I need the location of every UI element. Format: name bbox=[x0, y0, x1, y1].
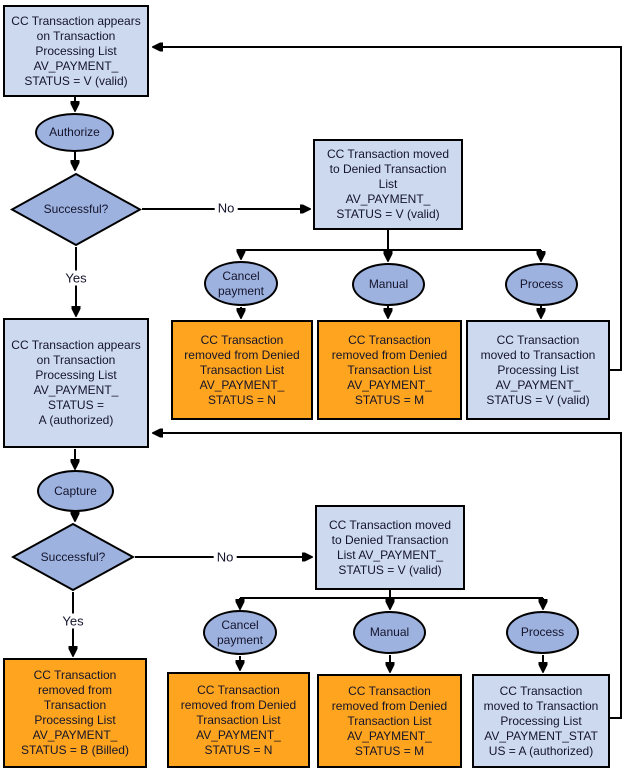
flow-step-cancel-payment-1-label: Cancel payment bbox=[217, 268, 265, 298]
flow-step-manual-1-label: Manual bbox=[368, 277, 409, 291]
flow-box-removed-n-capture-label: CC Transaction removed from Denied Trans… bbox=[180, 682, 297, 757]
diamond-shape bbox=[11, 522, 135, 592]
flow-step-manual-2: Manual bbox=[353, 611, 426, 654]
flow-box-moved-authorized-capture: CC Transaction moved to Transaction Proc… bbox=[472, 674, 610, 768]
flow-step-process-2-label: Process bbox=[520, 625, 565, 639]
flow-step-manual-1: Manual bbox=[352, 263, 425, 306]
flow-box-removed-n-authorize: CC Transaction removed from Denied Trans… bbox=[171, 320, 313, 420]
edge-label-yes-2: Yes bbox=[59, 613, 87, 629]
flow-decision-capture-successful: Successful? bbox=[11, 522, 135, 592]
flow-step-process-1: Process bbox=[505, 263, 578, 306]
flow-box-denied-capture-label: CC Transaction moved to Denied Transacti… bbox=[328, 517, 452, 577]
flow-box-moved-valid-authorize: CC Transaction moved to Transaction Proc… bbox=[466, 320, 610, 420]
flow-box-billed-label: CC Transaction removed from Transaction … bbox=[21, 668, 129, 757]
flow-step-capture: Capture bbox=[37, 470, 114, 512]
flow-box-removed-m-capture-label: CC Transaction removed from Denied Trans… bbox=[331, 683, 448, 758]
flow-box-removed-m-capture: CC Transaction removed from Denied Trans… bbox=[317, 674, 462, 768]
edge-label-no-2: No bbox=[213, 549, 237, 565]
flow-box-start-valid-label: CC Transaction appears on Transaction Pr… bbox=[11, 13, 141, 88]
diamond-shape bbox=[10, 172, 142, 247]
flow-box-denied-capture: CC Transaction moved to Denied Transacti… bbox=[315, 505, 465, 590]
flow-step-authorize-label: Authorize bbox=[49, 125, 100, 139]
flow-step-process-2: Process bbox=[506, 611, 579, 654]
edge-label-yes-1: Yes bbox=[62, 270, 90, 286]
flow-decision-capture-label: Successful? bbox=[40, 549, 106, 564]
flow-box-removed-m-authorize: CC Transaction removed from Denied Trans… bbox=[317, 320, 462, 420]
flow-box-moved-authorized-capture-label: CC Transaction moved to Transaction Proc… bbox=[483, 683, 599, 758]
flow-box-denied-authorize: CC Transaction moved to Denied Transacti… bbox=[313, 139, 463, 230]
flow-box-denied-authorize-label: CC Transaction moved to Denied Transacti… bbox=[326, 147, 450, 221]
flow-step-authorize: Authorize bbox=[35, 113, 114, 152]
flow-decision-authorize-label: Successful? bbox=[43, 202, 109, 216]
flow-decision-authorize-successful: Successful? bbox=[10, 172, 142, 247]
flow-step-cancel-payment-2: Cancel payment bbox=[203, 610, 277, 655]
flow-box-removed-n-authorize-label: CC Transaction removed from Denied Trans… bbox=[184, 332, 300, 407]
flow-box-removed-n-capture: CC Transaction removed from Denied Trans… bbox=[167, 672, 310, 768]
flow-step-cancel-payment-2-label: Cancel payment bbox=[216, 617, 264, 647]
flow-step-manual-2-label: Manual bbox=[369, 625, 410, 639]
flow-step-capture-label: Capture bbox=[54, 483, 97, 498]
flow-box-moved-valid-authorize-label: CC Transaction moved to Transaction Proc… bbox=[480, 332, 596, 407]
flow-step-process-1-label: Process bbox=[519, 277, 564, 291]
edge-label-no-1: No bbox=[214, 200, 238, 216]
flow-box-removed-m-authorize-label: CC Transaction removed from Denied Trans… bbox=[331, 332, 448, 407]
flow-box-billed: CC Transaction removed from Transaction … bbox=[3, 658, 147, 768]
flow-box-start-valid: CC Transaction appears on Transaction Pr… bbox=[3, 5, 149, 97]
flow-box-authorized-label: CC Transaction appears on Transaction Pr… bbox=[11, 338, 141, 427]
flow-step-cancel-payment-1: Cancel payment bbox=[204, 261, 278, 306]
flow-box-authorized: CC Transaction appears on Transaction Pr… bbox=[3, 318, 149, 448]
